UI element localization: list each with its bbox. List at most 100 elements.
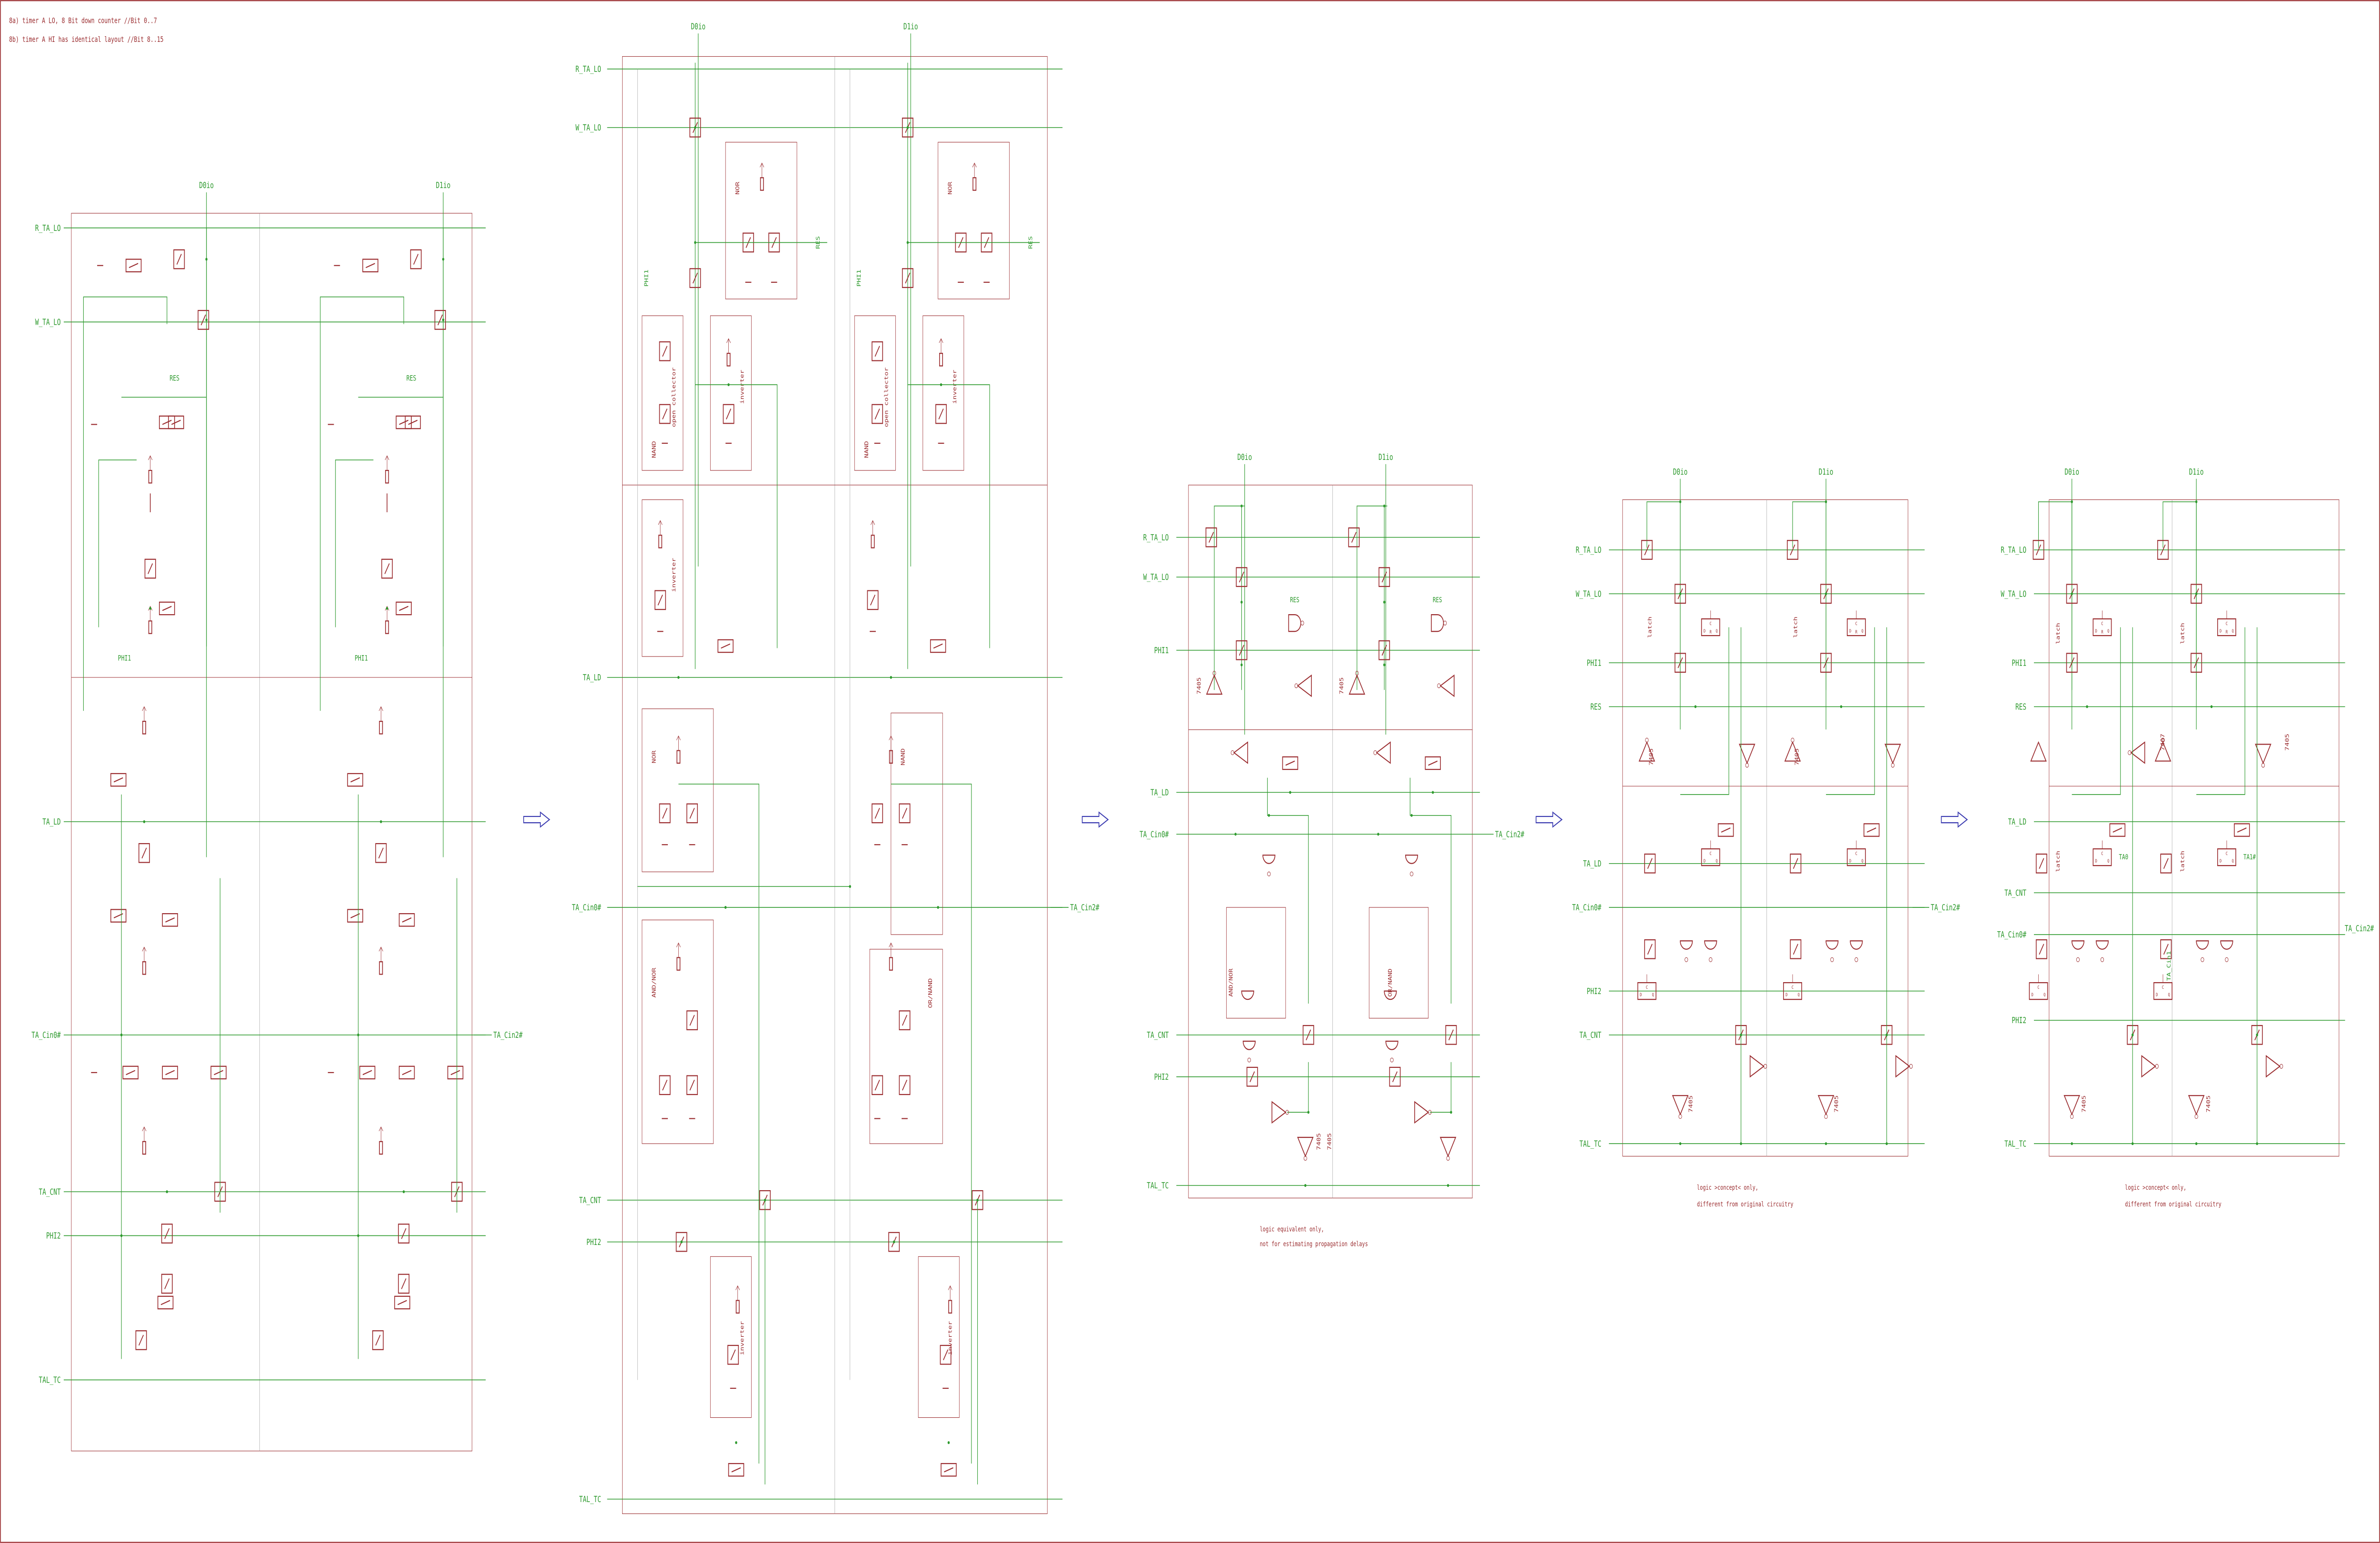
switch-contact	[1239, 571, 1244, 583]
flip-flop-pin-label: C	[2037, 985, 2039, 990]
chip-7407-label: 7407	[2160, 734, 2166, 751]
switch-contact	[160, 1300, 170, 1305]
switch-contact	[401, 1228, 407, 1239]
signal-label: TA_Cin0#	[1140, 829, 1169, 839]
junction-dot	[1304, 1184, 1307, 1187]
switch-body	[347, 773, 363, 787]
flip-flop-pin-label: Q	[2232, 628, 2234, 633]
junction-dot	[1740, 1142, 1742, 1145]
switch-contact	[874, 1079, 880, 1091]
switch-contact	[731, 1467, 741, 1473]
flip-flop-pin-label: C	[2101, 621, 2103, 626]
logic-gate	[1262, 855, 1276, 864]
inverter-bubble	[1685, 957, 1688, 962]
subblock-label: NOR	[651, 750, 657, 763]
switch-contact	[384, 563, 390, 575]
res-label: RES	[1028, 236, 1033, 249]
junction-dot	[677, 676, 680, 679]
switch-contact	[874, 346, 880, 357]
logic-gate	[1850, 940, 1863, 950]
flip-flop-pin-label: Q	[1862, 858, 1864, 863]
signal-label: W_TA_LO	[35, 317, 61, 327]
switch-body	[2160, 939, 2172, 959]
flip-flop-pin-label: C	[1710, 851, 1712, 856]
junction-dot	[976, 1198, 979, 1202]
switch-body	[941, 1463, 957, 1477]
note-timer-a-hi: 8b) timer A HI has identical layout //Bi…	[9, 35, 163, 44]
flip-flop-pin-label: C	[1855, 851, 1857, 856]
switch-body	[1790, 853, 1802, 874]
caption-line: logic >concept< only,	[1697, 1184, 1758, 1191]
carry-out-label: TA_Cin2#	[1931, 903, 1960, 913]
signal-label: TAL_TC	[579, 1494, 601, 1504]
switch-transistor	[198, 310, 209, 330]
switch-transistor	[867, 590, 879, 610]
switch-transistor	[159, 415, 175, 429]
switch-transistor	[1644, 939, 1656, 959]
logic-gate	[2071, 940, 2084, 950]
switch-body	[888, 1232, 900, 1252]
signal-label: TAL_TC	[39, 1375, 60, 1385]
flip-flop-pin-label: D	[1849, 628, 1851, 633]
switch-transistor	[2160, 939, 2172, 959]
switch-contact	[662, 408, 668, 420]
junction-dot	[890, 676, 892, 679]
inverter-bubble	[1267, 871, 1271, 876]
switch-body	[161, 1224, 173, 1244]
flip-flop-pin-label: D	[2156, 992, 2158, 997]
switch-contact	[378, 847, 384, 859]
buffer-gate	[1738, 744, 1755, 765]
signal-label: TA_CNT	[579, 1195, 601, 1205]
inverter-bubble	[1300, 620, 1304, 626]
junction-dot	[764, 1198, 766, 1202]
junction-dot	[1825, 592, 1827, 596]
switch-transistor	[686, 803, 698, 824]
switch-contact	[1239, 645, 1244, 656]
signal-label: R_TA_LO	[35, 223, 61, 233]
switch-contact	[1790, 544, 1795, 556]
inverter-bubble	[1390, 1057, 1394, 1063]
data-bus-label: D1io	[436, 180, 451, 190]
switch-contact	[944, 1467, 953, 1473]
switch-transistor	[110, 773, 127, 787]
buffer-gate	[2030, 741, 2047, 762]
resistor-body	[142, 1141, 146, 1155]
subblock-label: inverter	[739, 1321, 745, 1355]
switch-transistor	[1675, 653, 1686, 673]
signal-label: TA_CNT	[39, 1187, 60, 1197]
switch-body	[899, 1010, 911, 1030]
switch-body	[1378, 567, 1390, 587]
junction-dot	[1740, 1033, 1742, 1036]
res-label: RES	[815, 236, 821, 249]
hollow-right-arrow-icon	[1536, 811, 1563, 828]
switch-contact	[148, 563, 153, 575]
switch-transistor	[362, 259, 378, 273]
ta0-label: TA0	[2119, 853, 2129, 861]
gate-subblock	[710, 315, 752, 471]
switch-body	[2109, 823, 2126, 837]
inverter-bubble	[1373, 750, 1377, 755]
switch-transistor	[1205, 527, 1217, 548]
switch-transistor	[125, 259, 142, 273]
switch-transistor	[2157, 540, 2169, 560]
switch-transistor	[359, 1065, 376, 1080]
junction-dot	[205, 318, 208, 321]
switch-transistor	[2035, 853, 2047, 874]
buffer-gate	[2154, 741, 2172, 762]
flip-flop-pin-label: D	[1849, 858, 1851, 863]
inverter-bubble	[2100, 957, 2104, 962]
junction-dot	[1234, 833, 1237, 836]
switch-contact	[943, 1349, 949, 1361]
switch-transistor	[872, 1075, 883, 1095]
gate-subblock	[725, 142, 797, 299]
signal-label: TA_Cin0#	[31, 1030, 61, 1040]
junction-dot	[1679, 1142, 1682, 1145]
signal-label: TA_LD	[583, 673, 601, 683]
switch-body	[1246, 1066, 1258, 1087]
chip-7405-label: 7405	[1795, 748, 1800, 766]
flip-flop-pin-label: Q	[1716, 858, 1717, 863]
data-bus-label: D0io	[691, 21, 705, 31]
subblock-label: NAND	[651, 441, 657, 458]
switch-transistor	[1717, 823, 1734, 837]
